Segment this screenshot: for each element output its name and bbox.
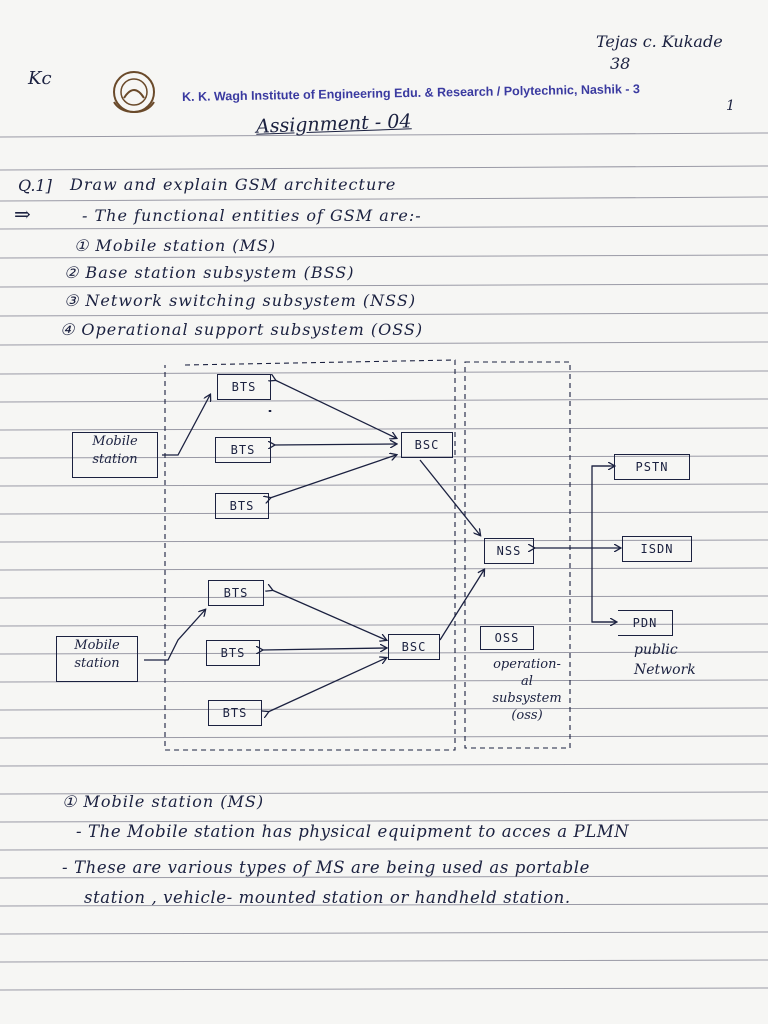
corner-mark: Kc [28, 68, 52, 89]
public-network-line2: Network [634, 662, 696, 678]
roll-number: 38 [610, 54, 631, 73]
bts-box-lower-2: BTS [206, 640, 260, 666]
mobile-station-box-upper: Mobile station [72, 432, 158, 478]
section-line-2: - These are various types of MS are bein… [62, 858, 590, 877]
oss-caption-line2: al [521, 674, 533, 689]
section-mobile-station-heading: ① Mobile station (MS) [62, 792, 265, 811]
bts-box-upper-2: BTS [215, 437, 271, 463]
mobile-station-label-line1: Mobile [74, 638, 120, 653]
isdn-box: ISDN [622, 536, 692, 562]
bsc-box-lower: BSC [388, 634, 440, 660]
entity-item-4: ④ Operational support subsystem (OSS) [60, 320, 424, 339]
oss-caption-line3: subsystem [492, 691, 562, 706]
mobile-station-label-line1: Mobile [92, 434, 138, 449]
bts-box-lower-1: BTS [208, 580, 264, 606]
oss-box: OSS [480, 626, 534, 650]
bsc-box-upper: BSC [401, 432, 453, 458]
mobile-station-label-line2: station [92, 452, 138, 467]
entity-item-1: ① Mobile station (MS) [74, 236, 277, 255]
question-text: Draw and explain GSM architecture [70, 175, 397, 194]
oss-caption-line4: (oss) [511, 708, 543, 723]
page-number: 1 [726, 98, 735, 114]
mobile-station-box-lower: Mobile station [56, 636, 138, 682]
functional-entities-intro: - The functional entities of GSM are:- [82, 206, 422, 225]
entity-item-3: ③ Network switching subsystem (NSS) [64, 291, 417, 310]
nss-box: NSS [484, 538, 534, 564]
pdn-box: PDN [618, 610, 673, 636]
public-network-line1: public [634, 642, 678, 658]
oss-caption-line1: operation- [493, 657, 561, 672]
entity-item-2: ② Base station subsystem (BSS) [64, 263, 355, 282]
bts-box-upper-1: BTS [217, 374, 271, 400]
oss-caption: operation- al subsystem (oss) [486, 656, 568, 724]
answer-arrow-icon: ⇒ [14, 202, 31, 226]
question-label: Q.1] [18, 176, 52, 195]
section-line-3: station , vehicle- mounted station or ha… [84, 888, 571, 907]
pstn-box: PSTN [614, 454, 690, 480]
author-name: Tejas c. Kukade [596, 32, 723, 51]
bts-box-lower-3: BTS [208, 700, 262, 726]
public-network-caption: public Network [634, 640, 696, 680]
mobile-station-label-line2: station [74, 656, 120, 671]
section-line-1: - The Mobile station has physical equipm… [76, 822, 630, 841]
institute-logo-icon [113, 71, 155, 114]
bts-box-upper-3: BTS [215, 493, 269, 519]
